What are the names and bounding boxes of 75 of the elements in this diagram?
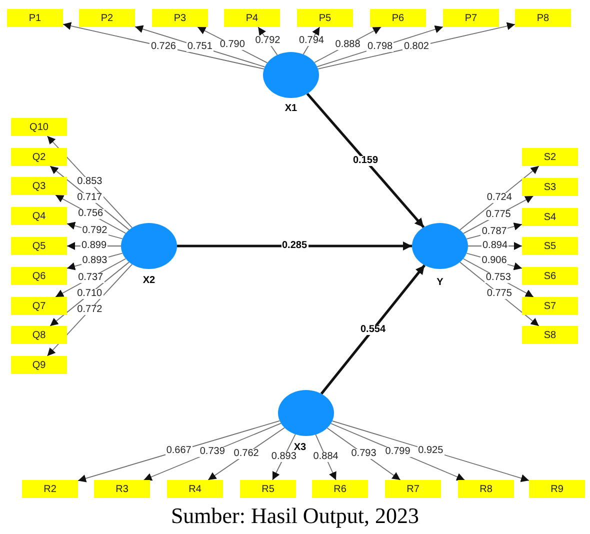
edge-label: 0.753 — [484, 272, 512, 283]
indicator-box: S5 — [522, 237, 578, 255]
indicator-box: R4 — [167, 480, 223, 498]
edge-label: 0.790 — [218, 40, 246, 50]
variable-label: X1 — [284, 104, 298, 114]
arrow — [320, 264, 426, 395]
indicator-box: R5 — [240, 480, 296, 498]
edge-label: 0.906 — [480, 256, 508, 266]
indicator-box: P5 — [297, 9, 353, 27]
indicator-box: R9 — [529, 480, 585, 498]
indicator-box: Q3 — [11, 177, 67, 195]
edge-label: 0.554 — [359, 324, 387, 334]
edge-label: 0.893 — [81, 256, 108, 266]
indicator-box: P6 — [370, 9, 426, 27]
indicator-box: Q4 — [11, 207, 67, 225]
indicator-box: Q8 — [11, 326, 67, 344]
edge-label: 0.853 — [76, 176, 104, 187]
variable-label: X2 — [142, 276, 156, 286]
edge-label: 0.724 — [486, 192, 513, 203]
edge-label: 0.772 — [76, 305, 104, 316]
indicator-box: Q2 — [11, 148, 67, 166]
edge-label: 0.775 — [486, 289, 513, 300]
indicator-box: R8 — [458, 480, 514, 498]
indicator-box: P8 — [515, 9, 571, 27]
variable-label: X3 — [294, 443, 306, 453]
edge-label: 0.793 — [350, 449, 378, 460]
indicator-box: P4 — [224, 9, 280, 27]
edge-label: 0.710 — [76, 289, 104, 300]
edge-label: 0.667 — [165, 446, 192, 456]
edge-label: 0.739 — [198, 446, 226, 457]
indicator-box: P7 — [443, 9, 499, 27]
edge-label: 0.285 — [280, 241, 308, 251]
edge-label: 0.792 — [254, 36, 282, 46]
edge-label: 0.899 — [80, 241, 108, 251]
edge-label: 0.159 — [352, 156, 380, 166]
indicator-box: R2 — [22, 480, 78, 498]
edge-label: 0.884 — [312, 452, 340, 462]
indicator-box: R3 — [94, 480, 150, 498]
indicator-box: S7 — [522, 297, 578, 315]
indicator-box: S6 — [522, 267, 578, 285]
indicator-box: S8 — [522, 326, 578, 344]
indicator-box: Q6 — [11, 267, 67, 285]
indicator-box: Q9 — [11, 356, 67, 374]
indicator-box: Q5 — [11, 237, 67, 255]
edge-label: 0.751 — [186, 42, 214, 52]
edge-label: 0.798 — [366, 42, 394, 52]
edge-label: 0.888 — [334, 40, 362, 50]
arrow — [177, 242, 412, 250]
indicator-box: S2 — [522, 148, 578, 166]
indicator-box: R6 — [312, 480, 368, 498]
arrow — [306, 92, 425, 228]
edge-label: 0.925 — [417, 446, 444, 456]
edge-label: 0.726 — [150, 42, 177, 52]
edge-label: 0.893 — [270, 452, 298, 462]
edge-label: 0.717 — [76, 192, 104, 203]
indicator-box: S4 — [522, 208, 578, 226]
edge-label: 0.792 — [81, 226, 108, 236]
edge-label: 0.737 — [77, 272, 104, 283]
edge-label: 0.775 — [484, 210, 512, 220]
indicator-box: Q10 — [11, 118, 67, 136]
edge-label: 0.802 — [402, 42, 430, 52]
indicator-box: P1 — [7, 9, 63, 27]
edge-label: 0.799 — [384, 446, 412, 457]
indicator-box: Q7 — [11, 297, 67, 315]
edge-label: 0.794 — [298, 36, 325, 46]
edge-label: 0.756 — [77, 209, 104, 220]
edge-label: 0.787 — [480, 226, 508, 237]
variable-label: Y — [436, 278, 444, 288]
edge-label: 0.894 — [481, 241, 509, 251]
caption: Sumber: Hasil Output, 2023 — [170, 502, 420, 530]
indicator-box: R7 — [385, 480, 441, 498]
indicator-box: S3 — [522, 178, 578, 196]
indicator-box: P3 — [152, 9, 208, 27]
indicator-box: P2 — [79, 9, 135, 27]
edge-label: 0.762 — [232, 448, 260, 459]
